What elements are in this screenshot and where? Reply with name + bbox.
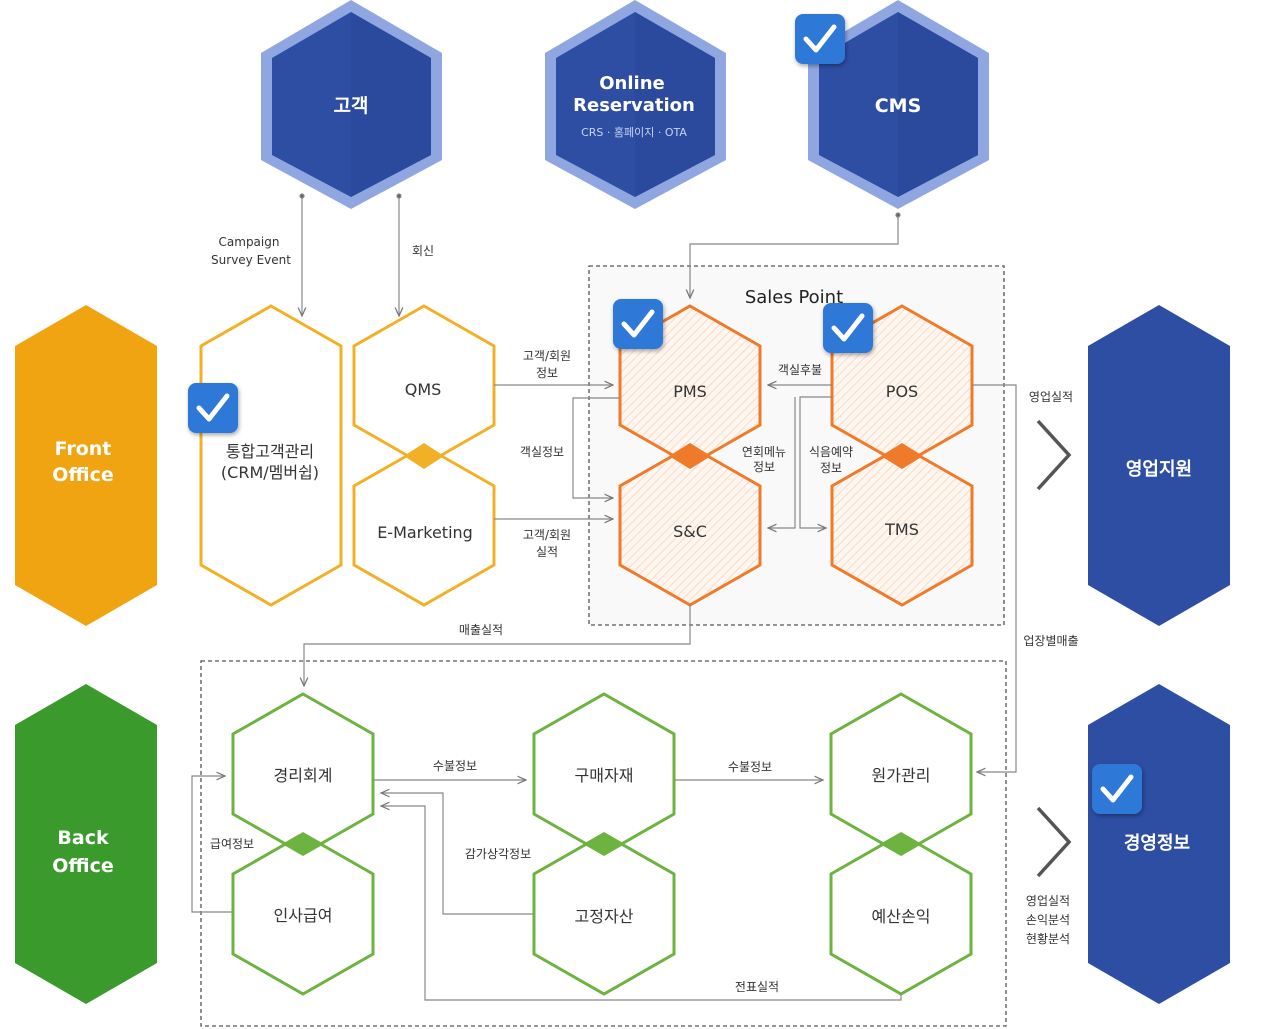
tms-label: TMS — [884, 520, 919, 539]
management-info-node: 경영정보 — [1088, 684, 1230, 1004]
online-reservation-line2: Reservation — [573, 95, 695, 116]
purchasing-node: 구매자재 — [532, 692, 676, 856]
edge-label-dining-b: 정보 — [820, 461, 842, 475]
back-office-line2: Office — [52, 855, 114, 877]
qms-node: QMS — [352, 304, 496, 467]
edge-label-customer-perf-a: 고객/회원 — [523, 528, 571, 542]
edge-pos-sales-support — [972, 384, 1017, 772]
check-icon — [823, 303, 873, 353]
edge-fixed-assets-accounting — [381, 793, 534, 915]
online-reservation-sub: CRS · 홈페이지 · OTA — [581, 125, 687, 139]
edge-cms-pms — [690, 215, 899, 298]
edge-label-mgmt-1: 영업실적 — [1026, 894, 1070, 908]
edge-label-payment-info-1: 수불정보 — [433, 759, 477, 773]
fixed-assets-label: 고정자산 — [575, 907, 634, 926]
check-icon — [1092, 764, 1142, 814]
check-icon — [795, 14, 845, 64]
edge-label-room-charge: 객실후불 — [778, 363, 822, 377]
edge-label-venue-sales: 업장별매출 — [1023, 634, 1078, 648]
edge-pos-to-tms — [799, 396, 832, 528]
pos-label: POS — [886, 382, 918, 401]
online-reservation-node: Online Reservation CRS · 홈페이지 · OTA — [545, 0, 726, 209]
online-reservation-line1: Online — [599, 73, 664, 94]
edge-label-room-info: 객실정보 — [520, 445, 564, 459]
fixed-assets-node: 고정자산 — [532, 832, 676, 996]
chevron-right-icon — [1036, 806, 1072, 878]
edge-sc-from-pos — [768, 397, 796, 528]
check-icon — [188, 383, 238, 433]
edge-label-payment-info-2: 수불정보 — [728, 760, 772, 774]
edge-label-dining-a: 식음예약 — [809, 444, 853, 459]
edge-room-info-loop — [572, 397, 620, 498]
emarketing-label: E-Marketing — [377, 523, 473, 542]
accounting-label: 경리회계 — [274, 766, 333, 785]
edge-label-customer-info-1b: 정보 — [536, 366, 558, 380]
edge-hr-accounting — [191, 776, 233, 913]
chevron-right-icon — [1036, 419, 1072, 491]
edge-label-mgmt-3: 현황분석 — [1026, 932, 1070, 946]
hr-node: 인사급여 — [231, 832, 375, 996]
front-office-line2: Office — [52, 464, 114, 486]
pms-link-diamond — [669, 443, 711, 469]
pms-label: PMS — [673, 382, 707, 401]
front-office-node: Front Office — [15, 305, 157, 626]
crm-line1: 통합고객관리 — [226, 442, 314, 461]
accounting-link-diamond — [282, 832, 324, 856]
management-info-label: 경영정보 — [1124, 833, 1190, 854]
cost-link-diamond — [880, 832, 922, 856]
edge-label-banquet-b: 정보 — [753, 460, 775, 474]
customer-label: 고객 — [334, 95, 369, 117]
hr-label: 인사급여 — [274, 906, 333, 925]
check-icon — [613, 299, 663, 349]
edge-budget-accounting — [381, 806, 902, 1001]
qms-link-diamond — [404, 443, 444, 469]
customer-node: 고객 — [261, 0, 442, 209]
edge-label-customer-perf-b: 실적 — [536, 545, 558, 559]
cms-label: CMS — [875, 95, 922, 117]
edge-label-banquet-a: 연회메뉴 — [742, 445, 786, 459]
emarketing-node: E-Marketing — [352, 444, 496, 607]
edge-label-revenue-perf: 매출실적 — [459, 623, 503, 637]
purchasing-link-diamond — [583, 832, 625, 856]
crm-node: 통합고객관리 (CRM/멤버쉽) — [199, 304, 343, 607]
crm-line2: (CRM/멤버쉽) — [221, 463, 319, 482]
edge-label-sales-perf: 영업실적 — [1029, 390, 1073, 404]
qms-label: QMS — [405, 380, 442, 399]
edge-label-voucher-perf: 전표실적 — [735, 980, 779, 994]
sales-point-title: Sales Point — [745, 287, 843, 308]
purchasing-label: 구매자재 — [575, 766, 634, 785]
edge-sc-accounting — [304, 605, 691, 686]
edge-label-depreciation: 감가상각정보 — [465, 847, 531, 861]
sc-node: S&C — [618, 444, 762, 607]
budget-label: 예산손익 — [872, 907, 931, 926]
sales-support-label: 영업지원 — [1126, 459, 1192, 480]
edge-label-campaign-2: Survey Event — [211, 253, 291, 267]
pos-link-diamond — [881, 443, 923, 469]
back-office-node: Back Office — [15, 684, 157, 1004]
sales-support-node: 영업지원 — [1088, 305, 1230, 626]
edge-label-salary-info: 급여정보 — [210, 837, 254, 851]
front-office-line1: Front — [55, 438, 112, 460]
edge-label-campaign-1: Campaign — [219, 235, 280, 249]
tms-node: TMS — [830, 444, 974, 607]
edge-label-reply: 회신 — [412, 244, 434, 258]
budget-node: 예산손익 — [829, 832, 973, 996]
edge-label-mgmt-2: 손익분석 — [1026, 913, 1070, 927]
sc-label: S&C — [673, 522, 707, 541]
edge-label-customer-info-1a: 고객/회원 — [523, 349, 571, 363]
back-office-line1: Back — [57, 827, 109, 849]
cost-label: 원가관리 — [872, 766, 931, 785]
cms-node: CMS — [808, 0, 989, 209]
